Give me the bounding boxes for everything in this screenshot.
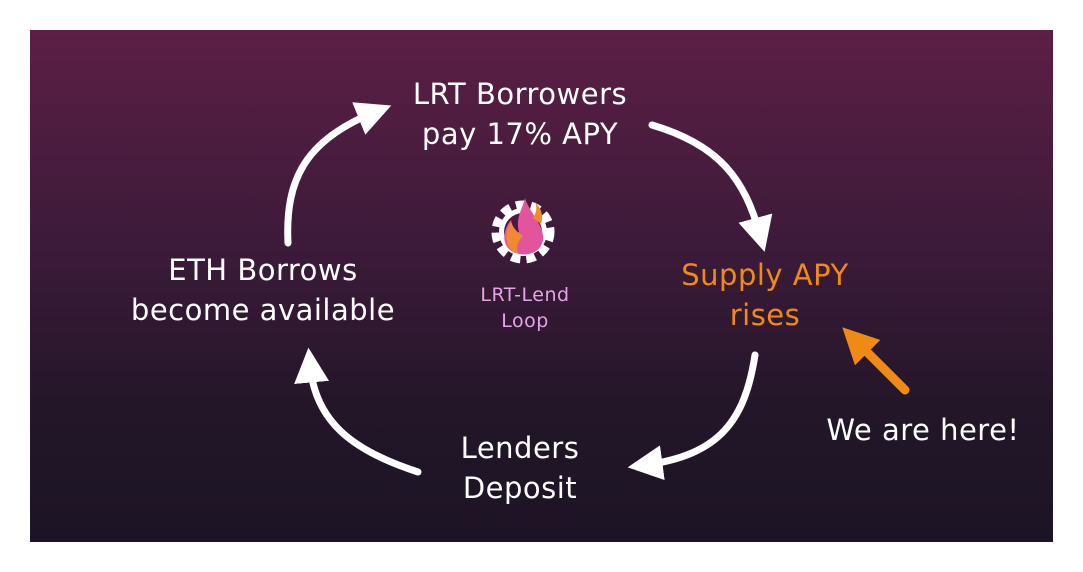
node-line: pay 17% APY: [421, 117, 619, 151]
node-line: become available: [130, 293, 396, 327]
center-line: Loop: [501, 310, 549, 332]
node-line: Supply APY: [681, 258, 849, 292]
center-line: LRT-Lend: [480, 284, 570, 306]
node-supply-apy: Supply APY rises: [660, 255, 870, 335]
arrow-we-are-here: [842, 327, 910, 395]
node-line: Deposit: [462, 471, 578, 505]
node-eth-borrows: ETH Borrows become available: [118, 250, 408, 330]
node-line: LRT Borrowers: [412, 77, 628, 111]
arrow-right-to-bottom: [627, 351, 759, 481]
center-label: LRT-Lend Loop: [460, 282, 590, 334]
node-line: Lenders: [460, 431, 580, 465]
node-line: rises: [729, 298, 801, 332]
flame-gear-logo: [491, 198, 555, 264]
node-line: ETH Borrows: [168, 253, 358, 287]
we-are-here-annotation: We are here!: [826, 413, 1020, 447]
node-lenders-deposit: Lenders Deposit: [420, 428, 620, 508]
arrow-top-to-right: [648, 121, 773, 252]
arrow-left-to-top: [284, 102, 392, 247]
arrow-bottom-to-left: [294, 347, 422, 476]
node-lrt-borrowers: LRT Borrowers pay 17% APY: [380, 74, 660, 154]
diagram-panel: [30, 30, 1053, 542]
